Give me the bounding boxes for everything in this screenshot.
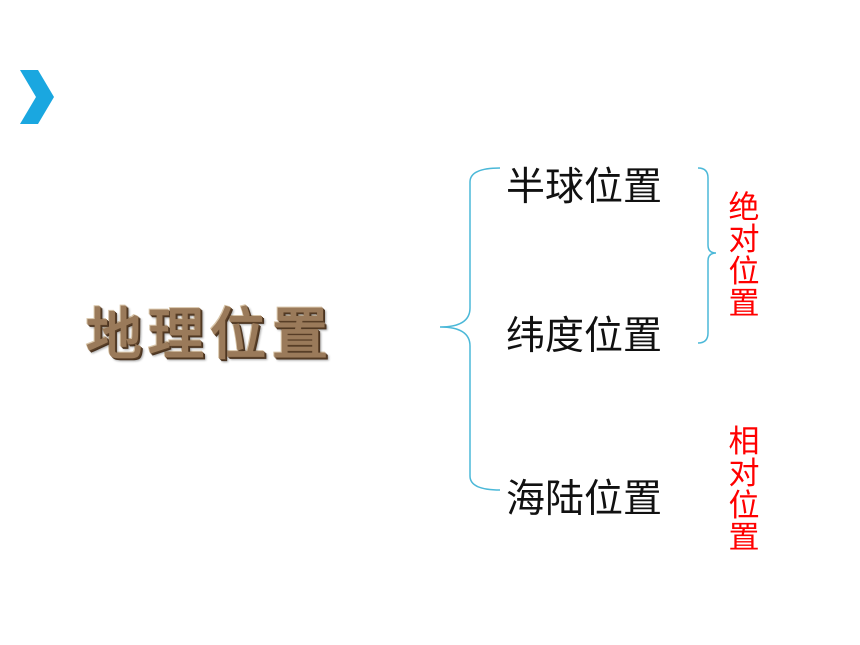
- annotation-relative: 相对位置: [728, 424, 760, 556]
- main-brace: [439, 167, 501, 491]
- branch-latitude: 纬度位置: [506, 314, 663, 359]
- absolute-brace: [697, 167, 717, 344]
- annotation-absolute: 绝对位置: [728, 190, 760, 322]
- branch-hemisphere: 半球位置: [506, 165, 663, 210]
- chevron-right-icon: [20, 70, 54, 124]
- branch-land-sea: 海陆位置: [506, 477, 663, 522]
- main-title: 地理位置: [86, 302, 334, 368]
